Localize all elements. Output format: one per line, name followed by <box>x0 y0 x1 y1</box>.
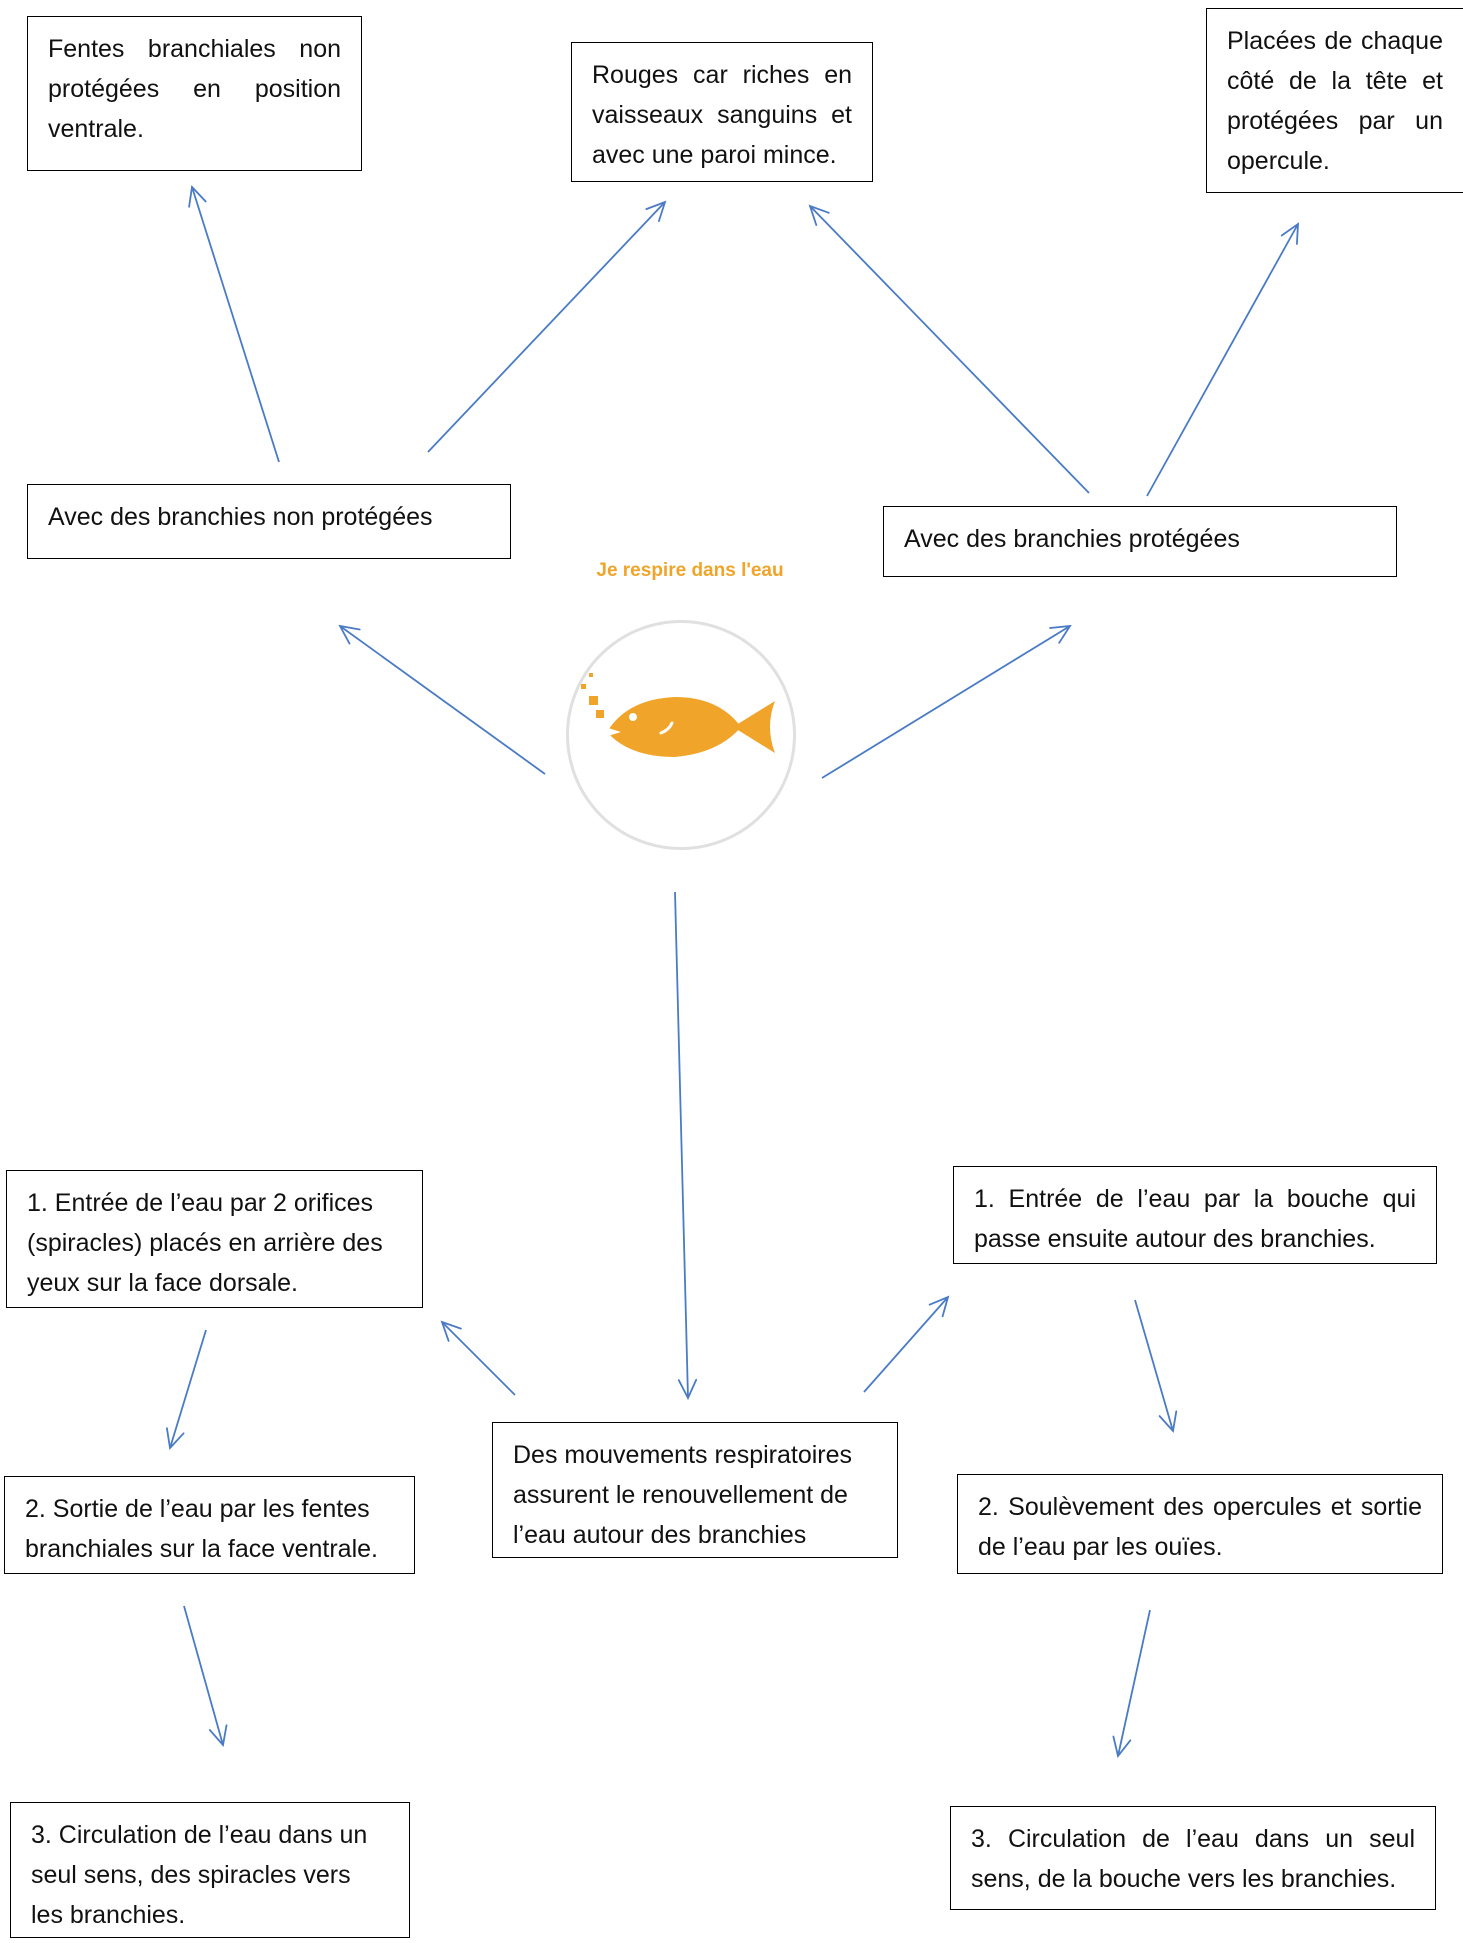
center-title: Je respire dans l'eau <box>596 560 784 581</box>
box-text: 2. Soulèvement des opercules et sortie d… <box>978 1493 1422 1561</box>
arrow-left-1-to-2 <box>165 1329 207 1450</box>
arrow-line <box>1146 223 1299 497</box>
arrow-head <box>1158 1410 1178 1433</box>
arrow-head <box>645 200 667 223</box>
arrow-line <box>339 625 546 775</box>
arrow-right-1-to-2 <box>1134 1299 1178 1433</box>
box-text: 1. Entrée de l’eau par 2 orifices (spira… <box>27 1189 383 1297</box>
box-text: 3. Circulation de l’eau dans un seul sen… <box>971 1825 1415 1893</box>
arrow-line <box>441 1321 516 1396</box>
arrow-to-mouvements <box>674 891 698 1401</box>
box-text: Fentes branchiales non protégées en posi… <box>48 35 341 143</box>
box-text: Rouges car riches en vaisseaux sanguins … <box>592 61 852 169</box>
arrow-line <box>169 1329 207 1449</box>
arrow-to-non-protegees <box>338 624 546 775</box>
arrow-to-placees <box>1146 222 1300 497</box>
box-text: 1. Entrée de l’eau par la bouche qui pas… <box>974 1185 1416 1253</box>
arrow-to-left-step1 <box>440 1320 516 1396</box>
arrow-head <box>1112 1735 1132 1759</box>
box-text: Placées de chaque côté de la tête et pro… <box>1227 27 1443 175</box>
arrow-line <box>1134 1299 1174 1432</box>
arrow-to-rouges-left <box>427 200 667 453</box>
arrow-left-2-to-3 <box>183 1605 228 1747</box>
arrow-to-right-step1 <box>863 1295 950 1393</box>
box-text: Avec des branchies non protégées <box>48 503 433 531</box>
arrow-to-fentes <box>188 185 280 463</box>
arrow-line <box>674 891 689 1399</box>
arrow-head <box>1049 624 1072 644</box>
arrow-line <box>183 1605 224 1746</box>
fish-icon <box>581 673 775 757</box>
arrow-line <box>1117 1609 1151 1757</box>
box-text: 2. Sortie de l’eau par les fentes branch… <box>25 1495 378 1563</box>
box-text: Avec des branchies protégées <box>904 525 1240 553</box>
box-text: 3. Circulation de l’eau dans un seul sen… <box>31 1821 368 1929</box>
arrow-line <box>191 186 280 463</box>
box-fentes-non-protegees: Fentes branchiales non protégées en posi… <box>27 16 362 171</box>
arrow-head <box>165 1427 185 1450</box>
arrow-head <box>208 1724 228 1747</box>
box-gauche-etape-1: 1. Entrée de l’eau par 2 orifices (spira… <box>6 1170 423 1308</box>
box-rouges-vaisseaux: Rouges car riches en vaisseaux sanguins … <box>571 42 873 182</box>
arrow-line <box>427 201 666 453</box>
box-text: Des mouvements respiratoires assurent le… <box>513 1441 853 1549</box>
arrow-head <box>928 1295 950 1318</box>
box-gauche-etape-3: 3. Circulation de l’eau dans un seul sen… <box>10 1802 410 1938</box>
box-mouvements-respiratoires: Des mouvements respiratoires assurent le… <box>492 1422 898 1558</box>
box-gauche-etape-2: 2. Sortie de l’eau par les fentes branch… <box>4 1476 415 1574</box>
box-placees-opercule: Placées de chaque côté de la tête et pro… <box>1206 8 1463 193</box>
fish-circle <box>566 620 796 850</box>
arrow-head <box>677 1378 698 1401</box>
arrow-head <box>808 204 830 226</box>
arrow-to-protegees <box>821 624 1072 779</box>
box-branchies-non-protegees: Avec des branchies non protégées <box>27 484 511 559</box>
arrow-line <box>809 205 1090 494</box>
arrow-head <box>1280 222 1300 245</box>
box-branchies-protegees: Avec des branchies protégées <box>883 506 1397 577</box>
box-droite-etape-1: 1. Entrée de l’eau par la bouche qui pas… <box>953 1166 1437 1264</box>
arrow-head <box>188 185 207 208</box>
arrow-head <box>440 1320 462 1342</box>
arrow-line <box>821 625 1071 779</box>
box-droite-etape-2: 2. Soulèvement des opercules et sortie d… <box>957 1474 1443 1574</box>
arrow-line <box>863 1296 949 1393</box>
arrow-to-rouges-right <box>808 204 1090 494</box>
arrow-head <box>338 624 361 645</box>
arrow-right-2-to-3 <box>1112 1609 1151 1759</box>
box-droite-etape-3: 3. Circulation de l’eau dans un seul sen… <box>950 1806 1436 1910</box>
